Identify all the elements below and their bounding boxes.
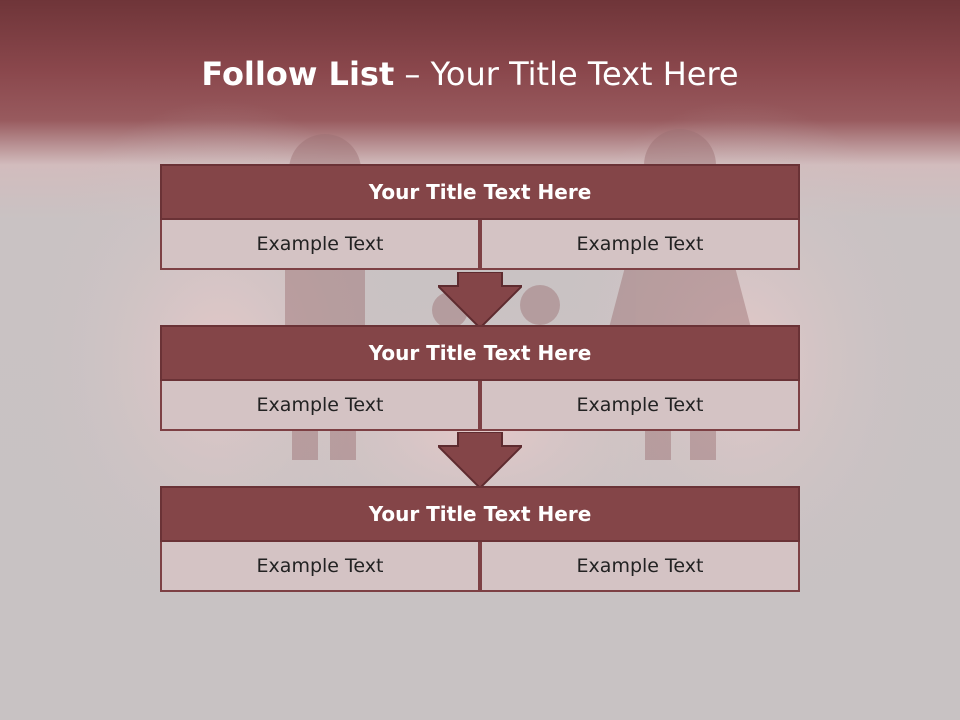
block-title: Your Title Text Here: [160, 164, 800, 220]
list-block-2: Your Title Text Here Example Text Exampl…: [160, 325, 800, 431]
block-cell-left: Example Text: [160, 220, 480, 270]
down-arrow-icon: [438, 432, 522, 490]
down-arrow-icon: [438, 272, 522, 330]
block-title: Your Title Text Here: [160, 486, 800, 542]
block-cell-right: Example Text: [480, 381, 800, 431]
block-cell-right: Example Text: [480, 542, 800, 592]
list-block-3: Your Title Text Here Example Text Exampl…: [160, 486, 800, 592]
slide-title-bold: Follow List: [201, 55, 395, 93]
slide-title-rest: – Your Title Text Here: [394, 55, 739, 93]
block-cell-left: Example Text: [160, 381, 480, 431]
slide-title: Follow List – Your Title Text Here: [0, 55, 940, 93]
block-cell-left: Example Text: [160, 542, 480, 592]
block-cell-right: Example Text: [480, 220, 800, 270]
list-block-1: Your Title Text Here Example Text Exampl…: [160, 164, 800, 270]
block-title: Your Title Text Here: [160, 325, 800, 381]
